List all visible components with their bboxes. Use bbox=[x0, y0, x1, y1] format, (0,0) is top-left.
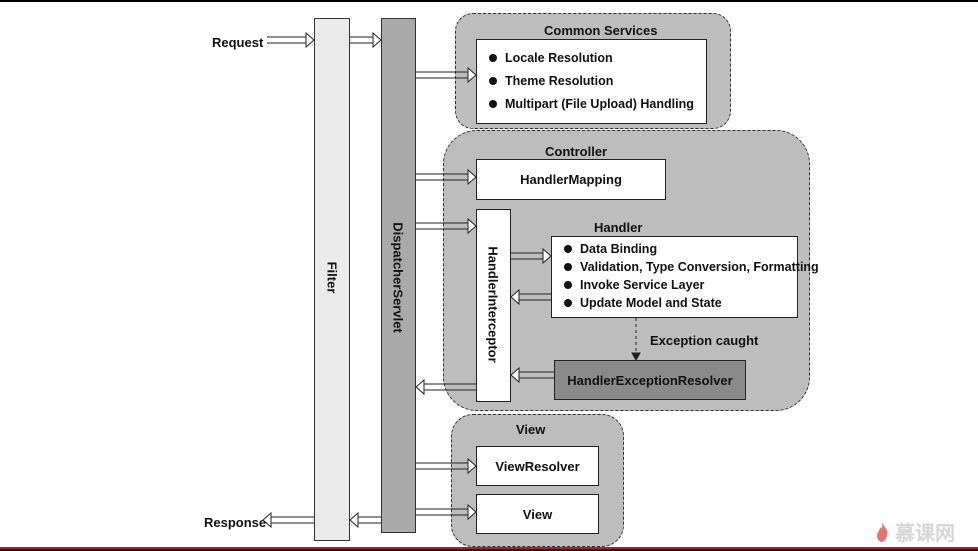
resolver-to-interceptor-arrow bbox=[510, 366, 554, 384]
handler-interceptor-box bbox=[476, 209, 511, 402]
list-item: Validation, Type Conversion, Formatting bbox=[562, 258, 819, 276]
view-box: View bbox=[476, 494, 599, 534]
list-item: Theme Resolution bbox=[487, 72, 694, 90]
view-group-title: View bbox=[516, 422, 546, 437]
list-item: Invoke Service Layer bbox=[562, 276, 819, 294]
response-label: Response bbox=[204, 515, 267, 530]
filter-to-dispatcher-arrow bbox=[350, 31, 382, 49]
common-services-list: Locale Resolution Theme Resolution Multi… bbox=[487, 49, 694, 113]
watermark: 慕课网 bbox=[875, 517, 955, 546]
response-arrow bbox=[262, 511, 314, 529]
to-handler-mapping-arrow bbox=[416, 168, 477, 186]
handler-to-interceptor-arrow bbox=[510, 288, 551, 306]
list-item: Locale Resolution bbox=[487, 49, 694, 67]
exception-arrow bbox=[631, 318, 641, 362]
bottom-accent-line bbox=[0, 547, 978, 549]
watermark-text: 慕课网 bbox=[895, 523, 955, 545]
dispatcher-to-filter-arrow bbox=[349, 511, 381, 529]
list-item: Update Model and State bbox=[562, 294, 819, 312]
controller-title: Controller bbox=[545, 144, 608, 159]
filter-bar bbox=[314, 18, 350, 541]
interceptor-to-handler-arrow bbox=[511, 247, 552, 265]
handler-list: Data Binding Validation, Type Conversion… bbox=[562, 240, 819, 312]
to-interceptor-arrow bbox=[416, 217, 477, 235]
request-label: Request bbox=[212, 35, 264, 50]
to-view-resolver-arrow bbox=[416, 457, 477, 475]
common-services-box: Locale Resolution Theme Resolution Multi… bbox=[476, 39, 707, 124]
flame-icon bbox=[877, 521, 888, 542]
list-item: Data Binding bbox=[562, 240, 819, 258]
to-view-arrow bbox=[416, 503, 477, 521]
handler-exception-resolver-box: HandlerExceptionResolver bbox=[554, 360, 746, 400]
exception-caught-label: Exception caught bbox=[650, 333, 759, 348]
dispatcher-servlet-bar bbox=[381, 18, 416, 533]
handler-box: Data Binding Validation, Type Conversion… bbox=[551, 236, 819, 318]
view-resolver-box: ViewResolver bbox=[476, 446, 599, 486]
handler-mapping-box: HandlerMapping bbox=[476, 159, 666, 200]
common-services-title: Common Services bbox=[544, 23, 658, 38]
handler-title: Handler bbox=[594, 220, 643, 235]
request-arrow bbox=[267, 31, 315, 49]
to-common-services-arrow bbox=[416, 66, 477, 84]
list-item: Multipart (File Upload) Handling bbox=[487, 95, 694, 113]
interceptor-to-dispatcher-arrow bbox=[415, 378, 476, 396]
